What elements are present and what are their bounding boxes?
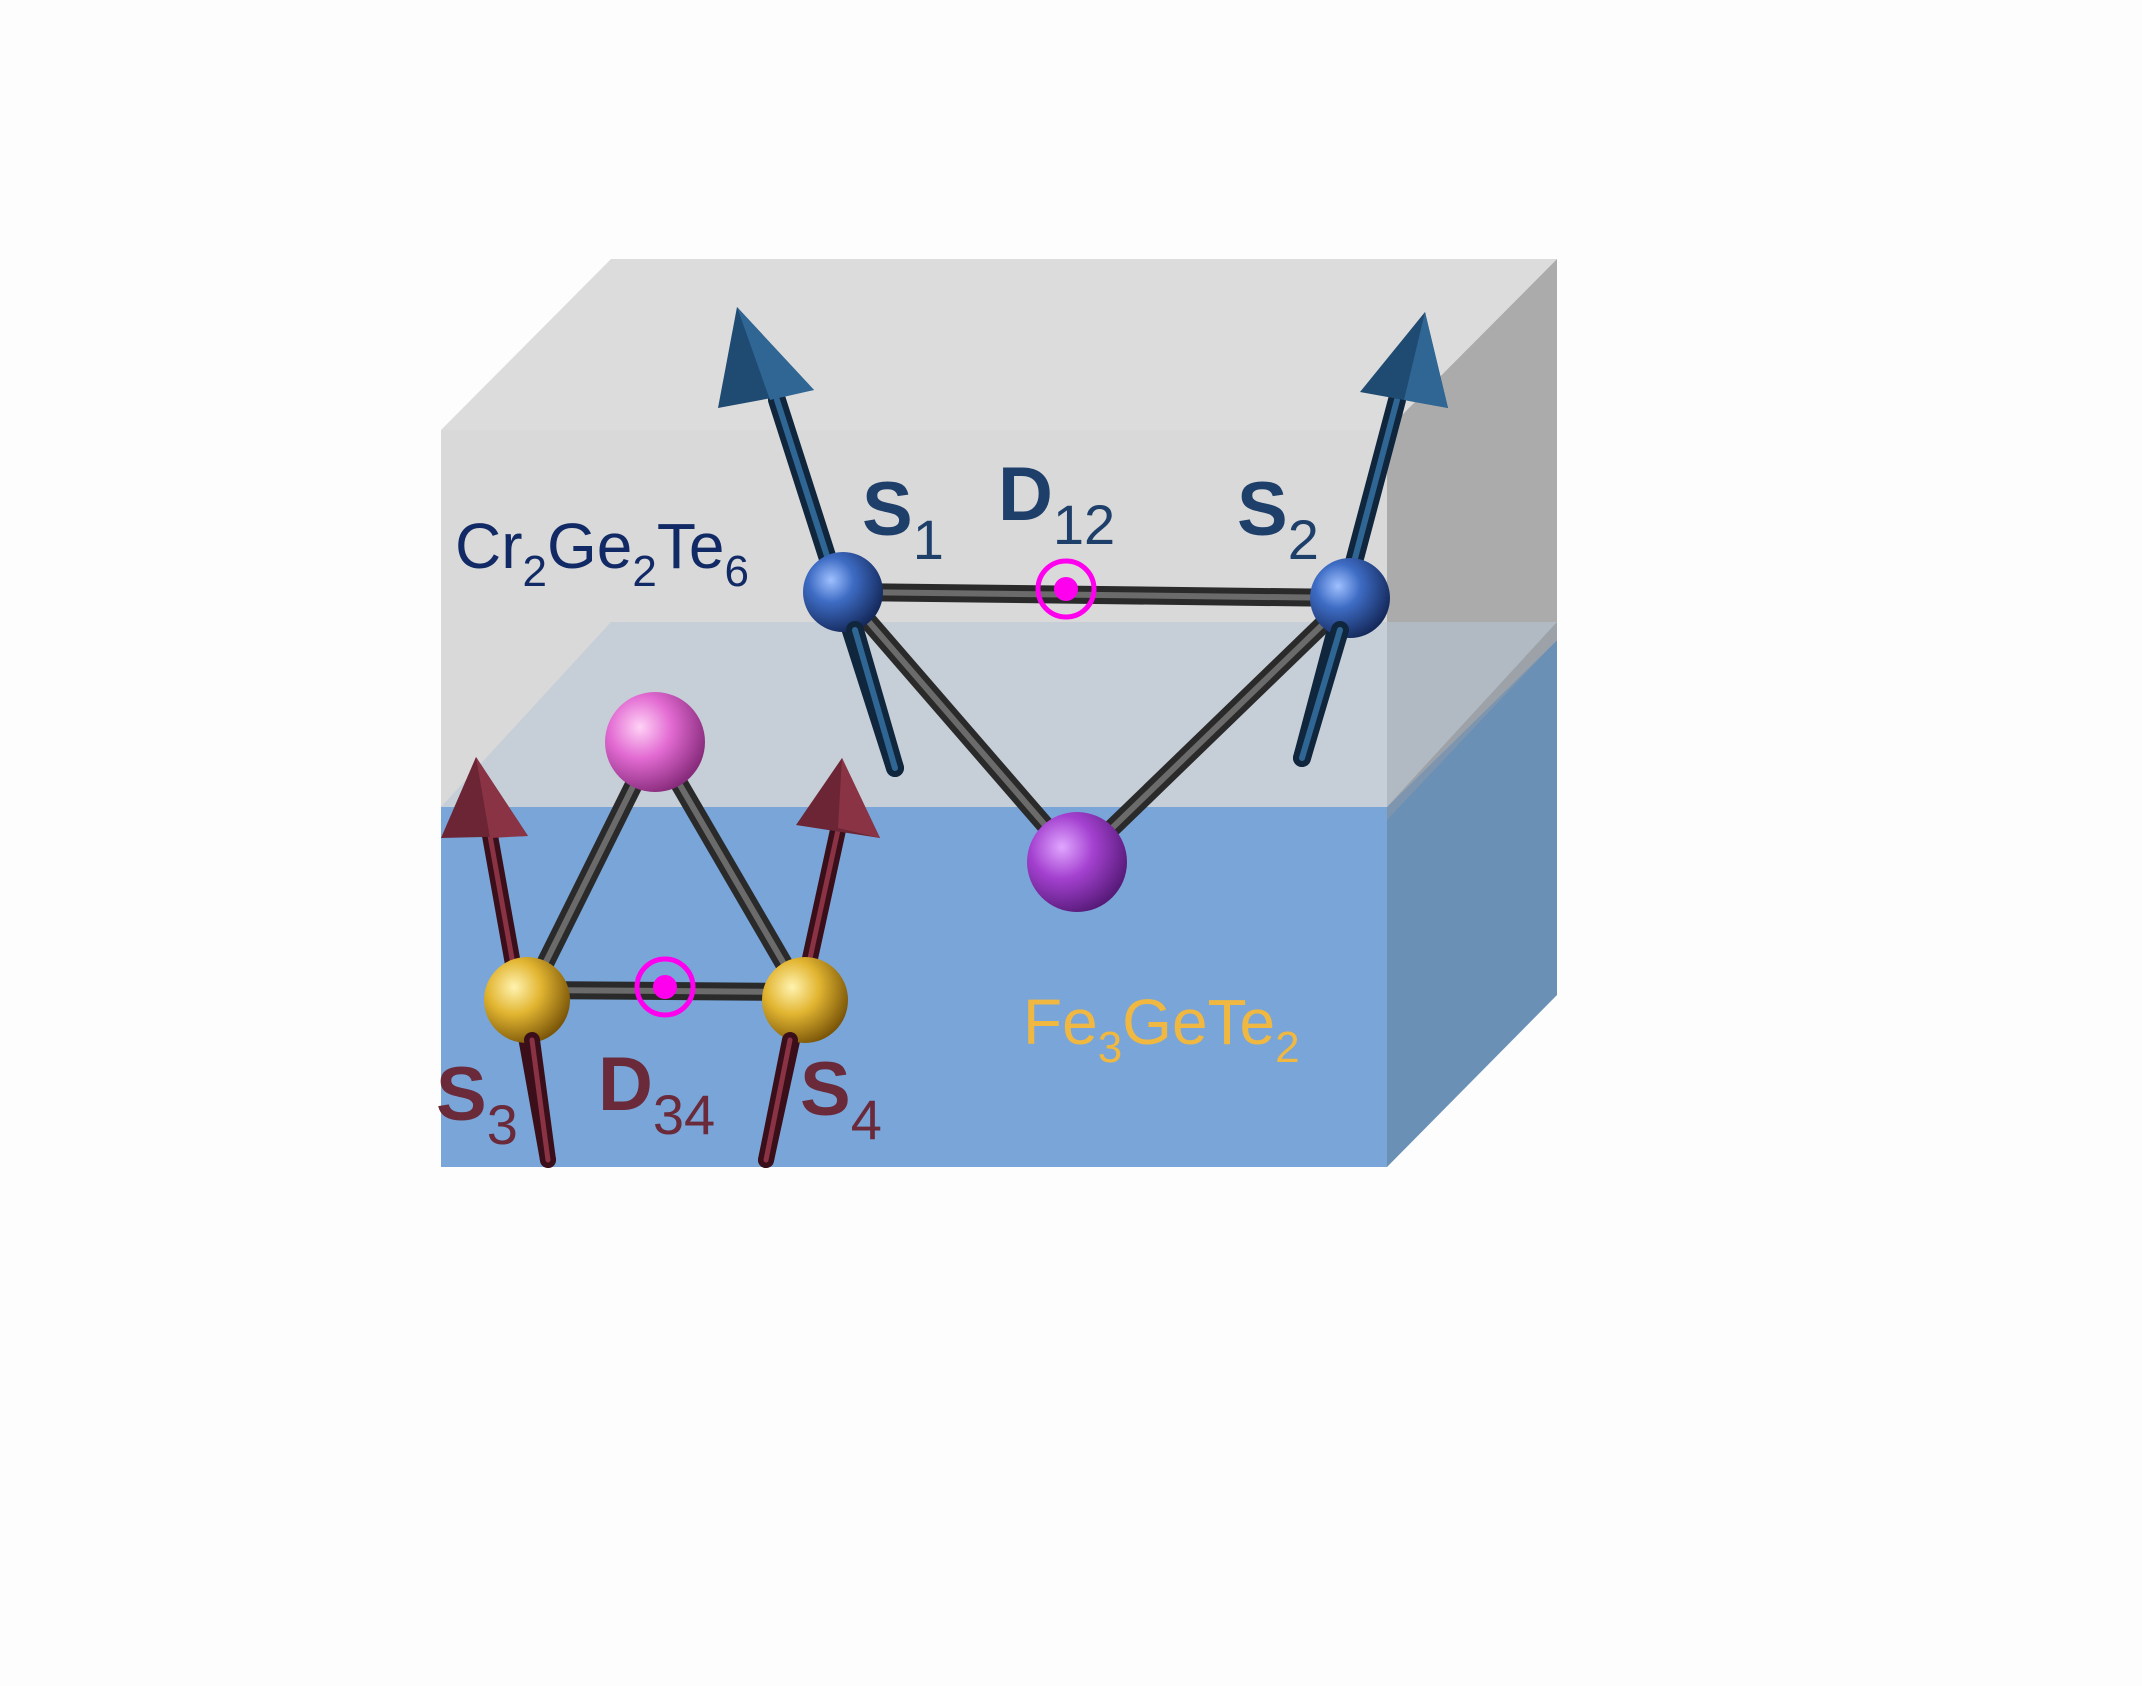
d34-label: D34 — [598, 1042, 715, 1146]
fe3gete2-label: Fe3GeTe2 — [1023, 986, 1300, 1072]
dmi-marker-d12 — [1035, 558, 1097, 620]
d12-label: D12 — [998, 452, 1115, 556]
atom-s4 — [762, 957, 848, 1043]
dmi-marker-d34 — [634, 956, 696, 1018]
s1-label: S1 — [862, 467, 944, 571]
spin-arrow-s4-front-highlight — [763, 1037, 793, 1163]
s3-label: S3 — [436, 1052, 518, 1156]
cr2ge2te6-label: Cr2Ge2Te6 — [455, 510, 749, 596]
bond-s2-ligand-highlight — [1074, 595, 1353, 865]
s4-label: S4 — [800, 1047, 882, 1151]
ligand-atom-purple — [1027, 812, 1127, 912]
spin-arrow-s3-front-highlight — [529, 1037, 551, 1163]
s2-label: S2 — [1237, 467, 1319, 571]
cr-triangle — [718, 307, 1448, 912]
bond-s1-ligand-highlight — [840, 589, 1080, 865]
atom-s2 — [1310, 558, 1390, 638]
atom-s1 — [803, 552, 883, 632]
atom-s3 — [484, 957, 570, 1043]
slab-top-face — [441, 259, 1557, 430]
fe-triangle — [441, 692, 880, 1168]
ligand-atom-pink — [605, 692, 705, 792]
bond-s1-s2-highlight — [840, 589, 1353, 601]
spin-arrow-s1-front-highlight — [852, 627, 898, 771]
interface-plane-side — [1387, 622, 1557, 820]
spin-arrow-s2-front-highlight — [1299, 627, 1343, 761]
